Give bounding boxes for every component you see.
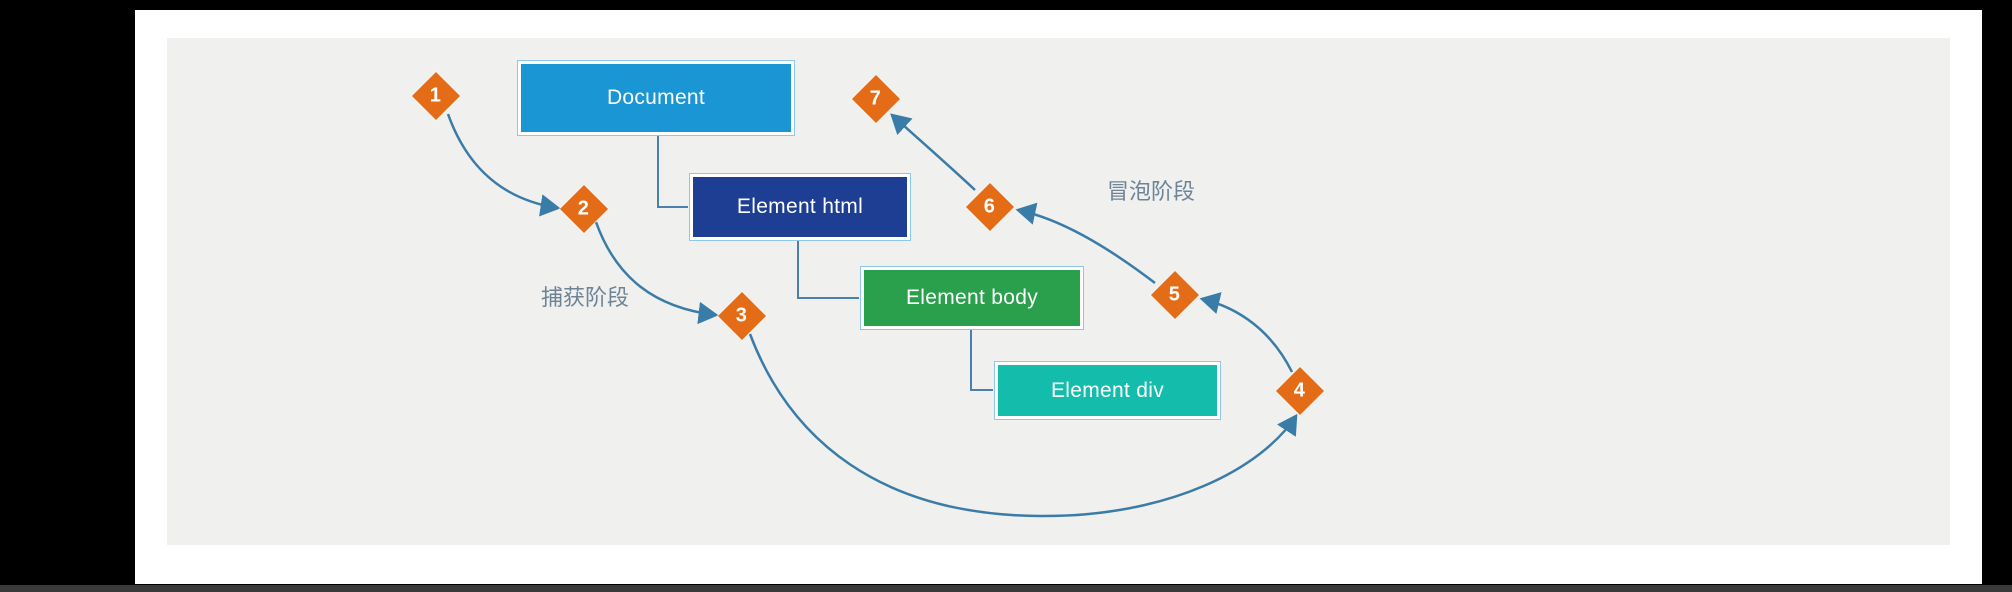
bottom-edge-strip	[0, 585, 2012, 592]
node-element-body: Element body	[860, 266, 1084, 330]
node-document-label: Document	[521, 64, 791, 132]
node-element-html: Element html	[689, 173, 911, 241]
step-marker-2-number: 2	[578, 197, 590, 220]
node-document: Document	[517, 60, 795, 136]
bubble-phase-label: 冒泡阶段	[1106, 179, 1195, 204]
arrow-2-to-3	[594, 221, 719, 325]
node-element-div: Element div	[994, 361, 1221, 420]
step-marker-4-number: 4	[1294, 379, 1306, 402]
step-marker-3-number: 3	[736, 304, 748, 327]
node-element-html-label: Element html	[693, 177, 907, 237]
diagram-lines	[446, 113, 1298, 518]
capture-phase-label: 捕获阶段	[540, 285, 629, 310]
arrow-5-to-6	[1015, 202, 1156, 284]
step-marker-7-number: 7	[870, 87, 882, 110]
arrow-1-to-2	[446, 113, 561, 217]
diagram-panel: Document Element html Element body Eleme…	[135, 10, 1982, 584]
step-marker-5-number: 5	[1169, 283, 1181, 306]
node-element-body-label: Element body	[864, 270, 1080, 326]
step-marker-1-number: 1	[430, 84, 442, 107]
node-element-div-label: Element div	[998, 365, 1217, 416]
step-marker-6-number: 6	[984, 195, 996, 218]
arrow-3-to-4	[748, 333, 1298, 518]
connector-body-div	[970, 330, 993, 391]
connector-html-body	[797, 241, 859, 299]
arrow-6-to-7	[890, 113, 976, 191]
connector-document-html	[657, 136, 688, 208]
diagram-canvas: Document Element html Element body Eleme…	[167, 38, 1950, 545]
arrow-4-to-5	[1199, 292, 1294, 373]
